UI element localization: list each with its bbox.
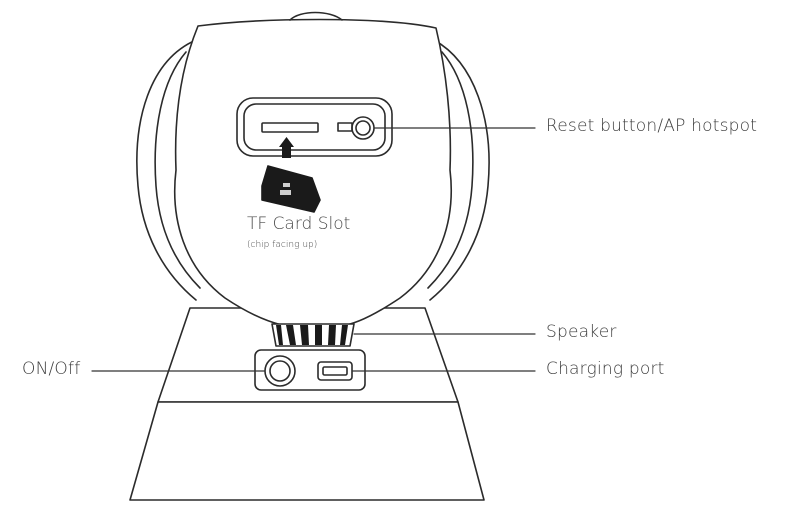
- micro-sd-card-icon: [261, 165, 321, 213]
- label-speaker: Speaker: [546, 322, 617, 342]
- label-reset-button: Reset button/AP hotspot: [546, 116, 758, 136]
- label-tf-card-slot: TF Card Slot: [247, 214, 351, 234]
- leader-lines: [91, 127, 536, 372]
- head-side-wings: [136, 39, 490, 301]
- insert-arrow-icon: [279, 137, 294, 158]
- camera-head: [173, 18, 452, 331]
- speaker-grille: [271, 323, 355, 347]
- tf-card-slot[interactable]: [261, 122, 319, 133]
- head-top-notch: [289, 11, 343, 21]
- label-charging-port: Charging port: [546, 359, 665, 379]
- slot-panel: [236, 97, 393, 157]
- label-chip-facing-up: (chip facing up): [247, 240, 318, 250]
- slot-panel-inner: [243, 103, 386, 151]
- label-power: ON/Off: [22, 359, 81, 379]
